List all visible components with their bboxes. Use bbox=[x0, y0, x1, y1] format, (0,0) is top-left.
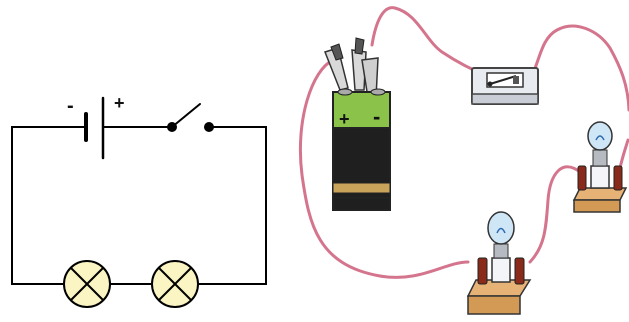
battery-negative-sign: - bbox=[67, 95, 74, 117]
schematic-lamp-2 bbox=[151, 260, 199, 308]
wire-switch-to-bulb-2 bbox=[530, 24, 629, 112]
pictorial-circuit: + - bbox=[298, 6, 629, 315]
light-bulb-2 bbox=[572, 121, 628, 213]
battery-terminal-plus: + bbox=[339, 109, 350, 129]
schematic-wire-left bbox=[11, 126, 87, 285]
wire-bulb-2-right bbox=[618, 138, 629, 170]
wire-battery-to-switch bbox=[370, 6, 490, 78]
switch-lever bbox=[171, 103, 201, 128]
battery-terminal-minus: - bbox=[373, 104, 380, 129]
knife-switch bbox=[471, 67, 539, 105]
wire-bulb-2-to-bulb-1 bbox=[528, 165, 582, 264]
circuit-schematic bbox=[11, 96, 267, 308]
clip-right bbox=[351, 37, 379, 99]
switch-contact bbox=[204, 122, 214, 132]
schematic-lamp-1 bbox=[63, 260, 111, 308]
battery-9v bbox=[332, 88, 391, 211]
wire-battery-to-bulb-1 bbox=[298, 58, 470, 279]
schematic-wire-right bbox=[197, 126, 267, 285]
battery-positive-sign: + bbox=[114, 93, 125, 113]
clip-left bbox=[324, 43, 349, 91]
light-bulb-1 bbox=[466, 211, 532, 315]
